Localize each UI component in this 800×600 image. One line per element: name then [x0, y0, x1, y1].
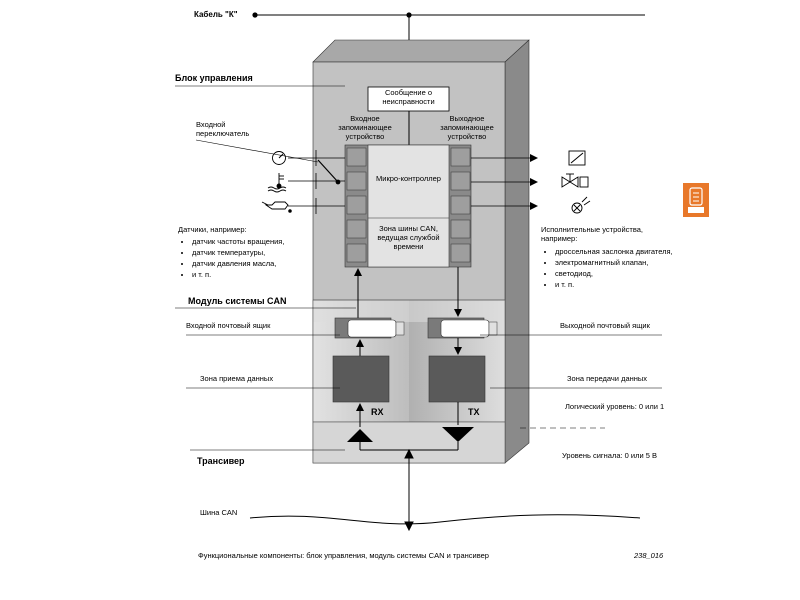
actuator-item: и т. п. — [555, 279, 673, 290]
signal-level-label: Уровень сигнала: 0 или 5 В — [562, 451, 658, 460]
sensor-item: датчик частоты вращения, — [192, 236, 284, 247]
actuator-item: светодиод, — [555, 268, 673, 279]
can-data-paths — [354, 267, 462, 318]
microcontroller-block — [344, 144, 472, 268]
figure-caption: Функциональные компоненты: блок управлен… — [198, 551, 489, 560]
output-mailbox-label: Выходной почтовый ящик — [560, 321, 650, 330]
input-memory-label: Входное запоминающее устройство — [338, 114, 392, 141]
solenoid-valve-icon — [561, 173, 589, 188]
input-mailbox-label: Входной почтовый ящик — [186, 321, 271, 330]
cable-k-label: Кабель "К" — [194, 10, 238, 19]
input-mailbox-block — [334, 317, 405, 339]
mailbox-zone-paths — [356, 338, 462, 356]
error-message-label: Сообщение о неисправности — [382, 88, 435, 106]
transmit-zone-label: Зона передачи данных — [567, 374, 648, 383]
leader-lines — [175, 85, 662, 451]
actuator-item: дроссельная заслонка двигателя, — [555, 246, 673, 257]
figure-id: 238_016 — [634, 551, 664, 560]
sensor-item: датчик давления масла, — [192, 258, 284, 269]
input-switch-label: Входной переключатель — [196, 120, 250, 138]
device-icon — [683, 183, 709, 217]
receive-zone-label: Зона приема данных — [200, 374, 274, 383]
logic-level-label: Логический уровень: 0 или 1 — [565, 402, 665, 411]
microcontroller-label: Микро-контроллер — [376, 174, 441, 183]
actuator-item: электромагнитный клапан, — [555, 257, 673, 268]
tx-driver-symbol — [442, 427, 474, 442]
output-memory-label: Выходное запоминающее устройство — [440, 114, 494, 141]
control-unit-title: Блок управления — [175, 73, 253, 83]
can-bus-label: Шина CAN — [200, 508, 238, 517]
sensors-list: датчик частоты вращения, датчик температ… — [178, 236, 284, 280]
transceiver-title: Трансивер — [197, 456, 245, 466]
oil-pressure-sensor-icon — [261, 201, 292, 213]
led-icon — [571, 196, 591, 214]
temperature-sensor-icon — [267, 173, 287, 193]
sensor-item: датчик температуры, — [192, 247, 284, 258]
output-mailbox-block — [427, 317, 498, 339]
transmit-zone-block — [428, 355, 486, 403]
actuator-lines — [471, 154, 538, 210]
tx-label: TX — [468, 407, 480, 417]
receive-zone-block — [332, 355, 390, 403]
throttle-icon — [568, 150, 586, 166]
sensors-heading: Датчики, например: — [178, 225, 247, 234]
transceiver-paths — [356, 402, 459, 427]
can-module-title: Модуль системы CAN — [188, 296, 287, 306]
actuators-list: дроссельная заслонка двигателя, электром… — [541, 246, 673, 290]
rx-driver-symbol — [347, 429, 373, 442]
can-zone-label: Зона шины CAN, ведущая службой времени — [377, 224, 440, 251]
sensor-item: и т. п. — [192, 269, 284, 280]
can-bus-line — [249, 514, 641, 525]
rx-label: RX — [371, 407, 384, 417]
speed-sensor-icon — [272, 151, 286, 165]
actuators-heading: Исполнительные устройства, например: — [541, 225, 643, 243]
